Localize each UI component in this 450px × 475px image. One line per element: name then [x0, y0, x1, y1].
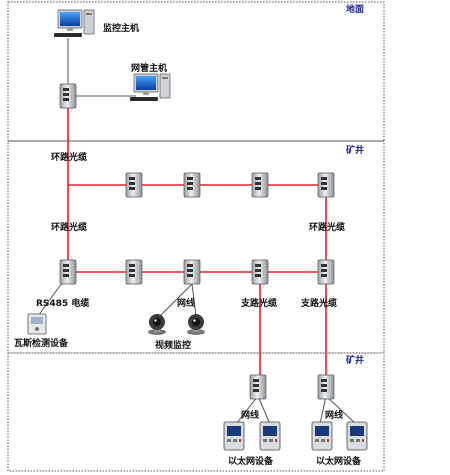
switch-ring-b4 — [251, 259, 269, 285]
rs485-cable-label: RS485 电缆 — [36, 297, 89, 309]
zone-surface-box — [7, 1, 385, 142]
switch-branch-1 — [249, 374, 267, 400]
zone-mine-lower-label: 矿井 — [346, 354, 364, 366]
ethernet-device-1b — [259, 421, 281, 451]
monitor-host-computer — [53, 9, 95, 38]
link-rs485 — [37, 282, 63, 317]
camera-1 — [148, 314, 166, 335]
zone-mine-lower-box — [7, 352, 385, 472]
monitor-host-label: 监控主机 — [103, 22, 139, 34]
net-cable-bottom-1-label: 网线 — [241, 409, 259, 421]
camera-2 — [187, 314, 205, 335]
link-eth-1a — [235, 395, 259, 425]
switch-ring-b2 — [125, 259, 143, 285]
branch-fiber-2-label: 支路光缆 — [300, 297, 337, 309]
ring-fiber-top-label: 环路光缆 — [51, 151, 87, 163]
link-eth-1b — [257, 395, 271, 425]
switch-ring-a3 — [251, 172, 269, 198]
gas-sensor-label: 瓦斯检测设备 — [14, 337, 69, 349]
ring-fiber-left-label: 环路光缆 — [51, 221, 87, 233]
net-cable-mid-label: 网线 — [177, 297, 195, 309]
link-eth-2a — [319, 395, 327, 425]
switch-ring-a1 — [125, 172, 143, 198]
link-camera-1 — [159, 283, 193, 317]
ethernet-device-2b — [346, 421, 368, 451]
ethernet-device-2-label: 以太网设备 — [316, 455, 362, 467]
switch-ring-a4 — [317, 172, 335, 198]
switch-ring-b3 — [183, 259, 201, 285]
video-monitor-label: 视频监控 — [155, 339, 191, 351]
branch-fiber-1-label: 支路光缆 — [240, 297, 277, 309]
nms-host-label: 网管主机 — [131, 62, 167, 74]
switch-surface — [59, 83, 77, 109]
switch-ring-b1 — [59, 259, 77, 285]
net-cable-bottom-2-label: 网线 — [325, 409, 343, 421]
ring-fiber-right-label: 环路光缆 — [309, 221, 345, 233]
nms-host-computer — [129, 73, 171, 102]
switch-ring-b5 — [317, 259, 335, 285]
gas-sensor-device — [27, 313, 47, 335]
switch-ring-a2 — [183, 172, 201, 198]
switch-branch-2 — [317, 374, 335, 400]
ethernet-device-1-label: 以太网设备 — [228, 455, 274, 467]
zone-surface-label: 地面 — [346, 3, 364, 15]
link-eth-2b — [325, 395, 357, 425]
ethernet-device-2a — [311, 421, 333, 451]
ethernet-device-1a — [223, 421, 245, 451]
link-camera-2 — [191, 283, 197, 317]
zone-mine-upper-label: 矿井 — [346, 144, 364, 156]
